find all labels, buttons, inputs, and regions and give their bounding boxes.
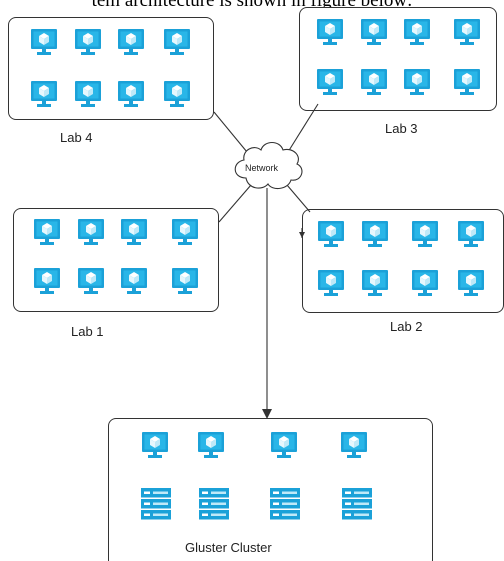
lab-2-pc-icon-1 bbox=[318, 221, 344, 247]
lab-4-pc-icon-7 bbox=[118, 81, 144, 107]
lab-4-pc-icon-4 bbox=[164, 29, 190, 55]
lab-3-pc-icon-2 bbox=[361, 19, 387, 45]
lab-2-pc-icon-5 bbox=[318, 270, 344, 296]
lab-3-pc-icon-7 bbox=[404, 69, 430, 95]
cluster-pc-icon-2 bbox=[198, 432, 224, 458]
cluster-pc-icon-3 bbox=[271, 432, 297, 458]
lab-1-label: Lab 1 bbox=[71, 324, 104, 339]
lab-1-pc-icon-7 bbox=[121, 268, 147, 294]
arrow-tick-icon bbox=[299, 232, 305, 238]
header-text: tem architecture is shown in figure belo… bbox=[91, 0, 413, 11]
lab-4-pc-icon-2 bbox=[75, 29, 101, 55]
cluster-server-icon-1 bbox=[141, 488, 171, 520]
gluster-cluster-label: Gluster Cluster bbox=[185, 540, 272, 555]
lab-2-label: Lab 2 bbox=[390, 319, 423, 334]
lab-3-pc-icon-1 bbox=[317, 19, 343, 45]
lab-4-pc-icon-5 bbox=[31, 81, 57, 107]
cluster-server-icon-2 bbox=[199, 488, 229, 520]
lab-1-pc-icon-3 bbox=[121, 219, 147, 245]
arrow-head-icon bbox=[262, 409, 272, 419]
lab-1-pc-icon-1 bbox=[34, 219, 60, 245]
lab-2-pc-icon-8 bbox=[458, 270, 484, 296]
lab-1-pc-icon-5 bbox=[34, 268, 60, 294]
lab-2-pc-icon-7 bbox=[412, 270, 438, 296]
lab-1-pc-icon-2 bbox=[78, 219, 104, 245]
lab-3-pc-icon-8 bbox=[454, 69, 480, 95]
lab-2-pc-icon-6 bbox=[362, 270, 388, 296]
lab-4-pc-icon-8 bbox=[164, 81, 190, 107]
lab-2-pc-icon-3 bbox=[412, 221, 438, 247]
cluster-pc-icon-4 bbox=[341, 432, 367, 458]
cluster-server-icon-4 bbox=[342, 488, 372, 520]
lab-4-pc-icon-1 bbox=[31, 29, 57, 55]
lab-4-pc-icon-6 bbox=[75, 81, 101, 107]
lab-2-pc-icon-4 bbox=[458, 221, 484, 247]
lab-2-pc-icon-2 bbox=[362, 221, 388, 247]
lab-4-label: Lab 4 bbox=[60, 130, 93, 145]
lab-3-pc-icon-5 bbox=[317, 69, 343, 95]
lab-1-pc-icon-8 bbox=[172, 268, 198, 294]
lab-3-label: Lab 3 bbox=[385, 121, 418, 136]
lab-1-pc-icon-6 bbox=[78, 268, 104, 294]
lab-3-pc-icon-4 bbox=[454, 19, 480, 45]
connector-lines bbox=[213, 103, 319, 410]
cluster-server-icon-3 bbox=[270, 488, 300, 520]
lab-1-pc-icon-4 bbox=[172, 219, 198, 245]
lab-3-pc-icon-6 bbox=[361, 69, 387, 95]
cluster-pc-icon-1 bbox=[142, 432, 168, 458]
network-label: Network bbox=[245, 163, 279, 173]
network-cloud-icon bbox=[234, 141, 303, 189]
lab-3-pc-icon-3 bbox=[404, 19, 430, 45]
lab-4-pc-icon-3 bbox=[118, 29, 144, 55]
